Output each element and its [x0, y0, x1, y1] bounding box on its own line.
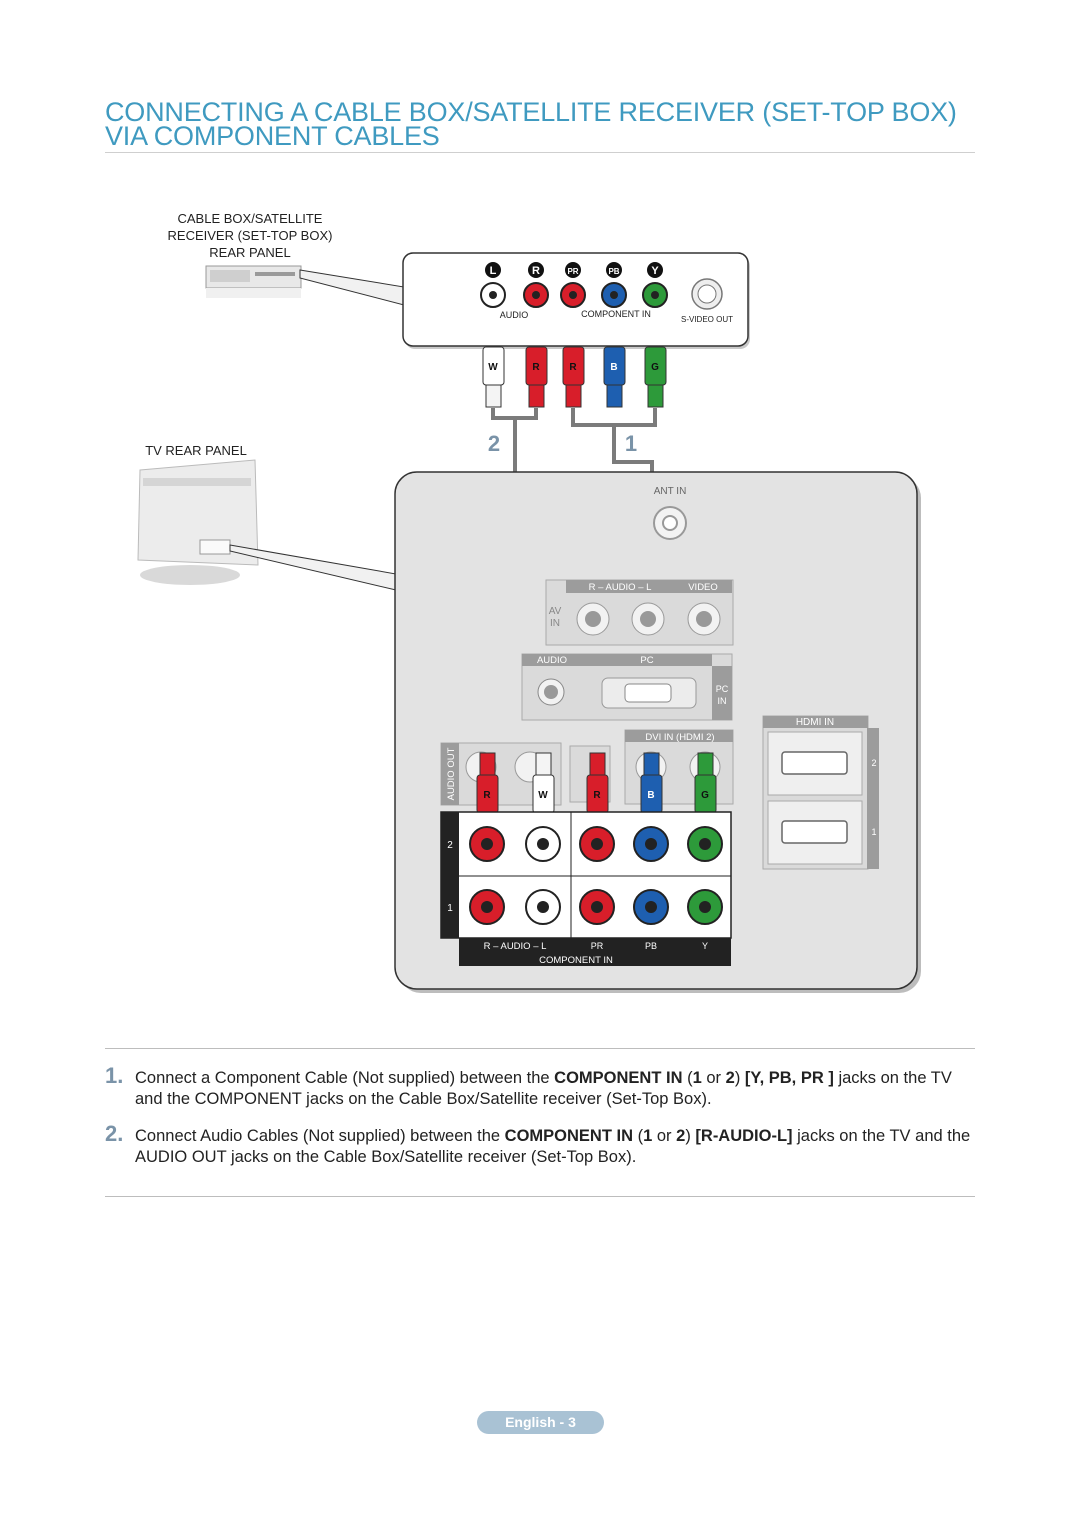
tv-pc-in-label: IN: [718, 696, 727, 706]
plug-letter: R: [569, 362, 577, 373]
steps-list: 1. Connect a Component Cable (Not suppli…: [105, 1063, 975, 1184]
tv-plug-letter: R: [593, 790, 601, 801]
plug-letter: B: [610, 362, 617, 373]
tv-video-label: VIDEO: [688, 582, 718, 593]
tv-jack-footer: Y: [702, 941, 708, 951]
stb-rear-panel: L R PR PB Y AUDIO COMPONENT IN S-VIDEO O…: [402, 252, 750, 349]
stb-plugs: W R R B G: [482, 346, 667, 408]
stb-thumbnail: [205, 265, 302, 298]
tv-hdmi-label: HDMI IN: [796, 717, 834, 728]
stb-svideo-label: S-VIDEO OUT: [681, 315, 733, 324]
stb-jack-label: R: [532, 265, 540, 277]
tv-component-in-label: COMPONENT IN: [539, 955, 613, 966]
stb-component-label: COMPONENT IN: [581, 309, 651, 319]
tv-audio-footer: R – AUDIO – L: [484, 941, 547, 952]
tv-thumbnail: [137, 459, 259, 585]
tv-plugs: R W R B G: [476, 752, 717, 814]
plug-letter: R: [532, 362, 540, 373]
tv-hdmi-num: 2: [871, 758, 876, 768]
tv-plug-letter: B: [647, 790, 654, 801]
tv-jack-footer: PB: [645, 941, 657, 951]
stb-jack-label: Y: [651, 265, 659, 277]
step-1: 1. Connect a Component Cable (Not suppli…: [105, 1063, 952, 1109]
tv-audio-label: AUDIO: [537, 655, 567, 666]
tv-av-in-label: IN: [550, 618, 560, 629]
stb-jack-label: L: [490, 265, 497, 277]
cable-number: 2: [488, 431, 500, 456]
tv-rear-panel: ANT IN R – AUDIO – L VIDEO AV IN AUDIO P…: [394, 471, 921, 993]
plug-letter: W: [488, 362, 498, 373]
step-number: 2.: [105, 1121, 124, 1146]
step-2: 2. Connect Audio Cables (Not supplied) b…: [105, 1121, 971, 1167]
tv-label: TV REAR PANEL: [145, 443, 247, 458]
stb-label: CABLE BOX/SATELLITE RECEIVER (SET-TOP BO…: [167, 211, 333, 260]
tv-pc-in-label: PC: [716, 684, 729, 694]
tv-row-num: 2: [447, 840, 453, 851]
title-line-1: CONNECTING A CABLE BOX/SATELLITE RECEIVE…: [105, 97, 957, 127]
page-footer-badge: English - 3: [477, 1411, 604, 1434]
tv-av-label: AV: [549, 606, 562, 617]
tv-ant-in-label: ANT IN: [654, 486, 687, 497]
stb-audio-label: AUDIO: [500, 310, 529, 320]
page-title: CONNECTING A CABLE BOX/SATELLITE RECEIVE…: [105, 97, 975, 151]
plug-letter: G: [651, 362, 659, 373]
section-rule-bottom: [105, 1196, 975, 1197]
stb-jack-label: PR: [567, 267, 578, 276]
title-rule: [105, 152, 975, 153]
cable-number: 1: [625, 431, 637, 456]
tv-plug-letter: W: [538, 790, 548, 801]
tv-row-num: 1: [447, 903, 453, 914]
tv-dvi-label: DVI IN (HDMI 2): [645, 732, 714, 743]
stb-jack-label: PB: [608, 267, 619, 276]
tv-plug-letter: G: [701, 790, 709, 801]
tv-av-header: R – AUDIO – L: [589, 582, 652, 593]
connection-diagram: L R PR PB Y AUDIO COMPONENT IN S-VIDEO O…: [137, 252, 921, 993]
tv-plug-letter: R: [483, 790, 491, 801]
tv-audio-out-label: AUDIO OUT: [446, 747, 457, 800]
title-line-2: VIA COMPONENT CABLES: [105, 121, 440, 151]
tv-pc-label: PC: [640, 655, 653, 666]
step-number: 1.: [105, 1063, 124, 1088]
tv-jack-footer: PR: [591, 941, 604, 951]
section-rule-top: [105, 1048, 975, 1049]
tv-hdmi-num: 1: [871, 827, 876, 837]
